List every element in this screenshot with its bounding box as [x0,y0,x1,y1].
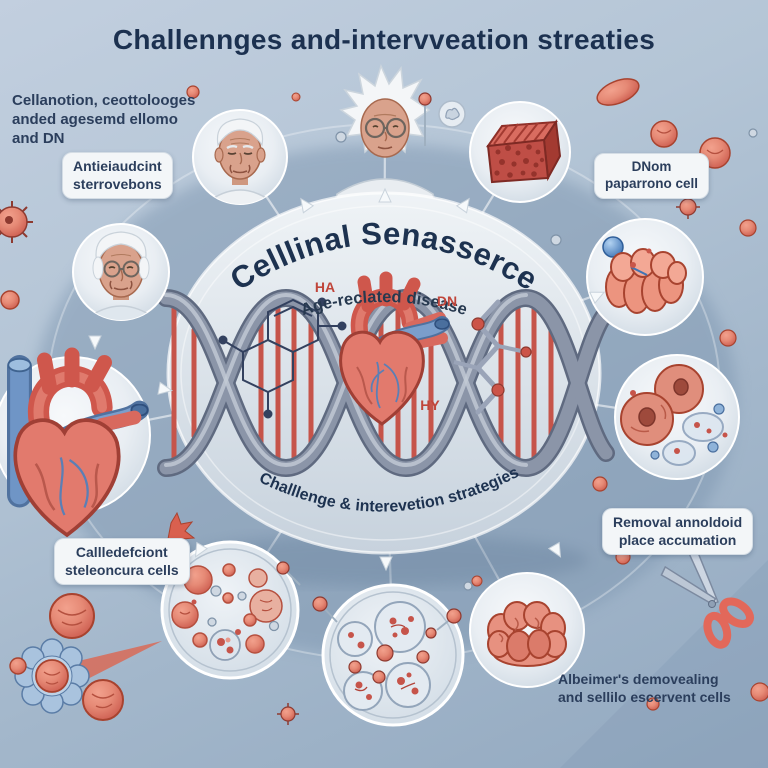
scissors-icon [660,547,754,649]
tissue-cube-icon [469,101,571,203]
molecule-structure-icon [218,297,347,419]
vesicle [682,412,724,442]
note-top-left: Cellanotion, ceottolooges anded agesemd … [12,92,202,148]
brain-mass-icon [469,572,585,688]
note-line-1: Cellanotion, ceottolooges [12,92,196,109]
pin-marker [418,92,432,146]
white-hair [216,118,264,147]
label-hy: HY [420,397,440,413]
note-line-2: anded agesemd ellomo [12,110,178,128]
anatomical-heart-large [0,347,151,538]
brain-bubble-icon [438,100,466,128]
petri-dish-cells-icon [160,540,300,680]
label-deficient-cells: Callledefciont steleoncura cells [54,538,190,585]
dna-rungs [171,303,554,463]
virus-icon [0,201,33,243]
direction-arrows [88,187,606,572]
petri-dish-large-cells-icon [321,583,465,727]
donut-cells-icon [614,354,740,480]
comet-arrow [66,641,162,688]
elderly-man-portrait [192,109,288,205]
note-line-3: and DN [12,129,65,147]
dna-helix-icon [157,288,615,478]
label-ha: HA [315,279,335,295]
blue-sphere [602,236,624,258]
label-dna-cell: DNom paparrono cell [594,153,710,199]
cell-cluster-icon [586,218,704,336]
elderly-man-with-glasses-portrait [72,223,170,321]
label-antioxidant-interventions: Antieiaudcint sterrovebons [62,152,173,199]
molecule-chain-icon [453,299,532,415]
label-amyloid-removal: Removal annoldoid place accumation [602,508,754,555]
page-title: Challennges and-intervveation streaties [112,24,656,55]
pin-markers [276,561,462,631]
engulfed-cell-icon [9,593,162,721]
heart-icon [339,271,450,426]
label-dn: DN [437,293,457,309]
caption-alzheimers: Albeimer's demovealing and sellilo escer… [558,671,731,706]
